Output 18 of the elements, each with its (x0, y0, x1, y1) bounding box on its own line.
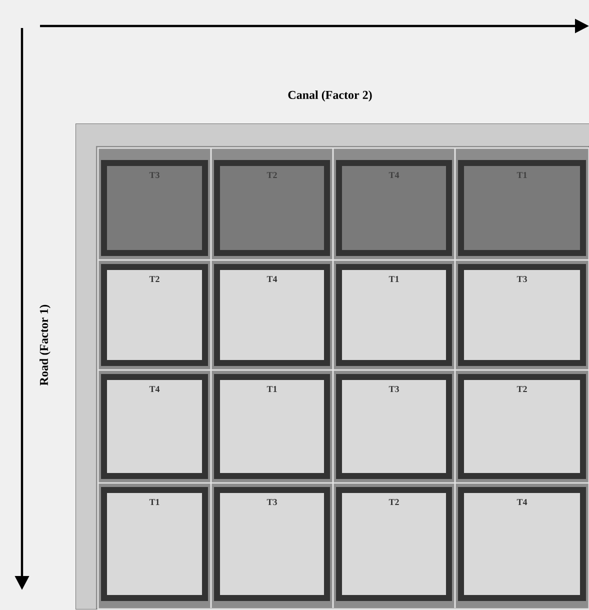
axis-label: Canal (Factor 2) (288, 90, 372, 102)
plot-cell: T4 (336, 160, 452, 256)
plot-cell: T1 (336, 264, 452, 366)
plot-cell: T4 (458, 487, 586, 601)
plot-cell: T1 (458, 160, 586, 256)
plot-cell: T3 (336, 374, 452, 479)
plot-cell: T2 (458, 374, 586, 479)
plot-cell: T1 (214, 374, 330, 479)
axis-label: Road (Factor 1) (40, 304, 50, 386)
plot-cell: T3 (101, 160, 208, 256)
plot-cell: T4 (101, 374, 208, 479)
plot-cell: T2 (336, 487, 452, 601)
plot-cell: T2 (101, 264, 208, 366)
plot-cell: T4 (214, 264, 330, 366)
plot-cell: T3 (214, 487, 330, 601)
plot-cell: T1 (101, 487, 208, 601)
plot-cell: T3 (458, 264, 586, 366)
plot-cell: T2 (214, 160, 330, 256)
